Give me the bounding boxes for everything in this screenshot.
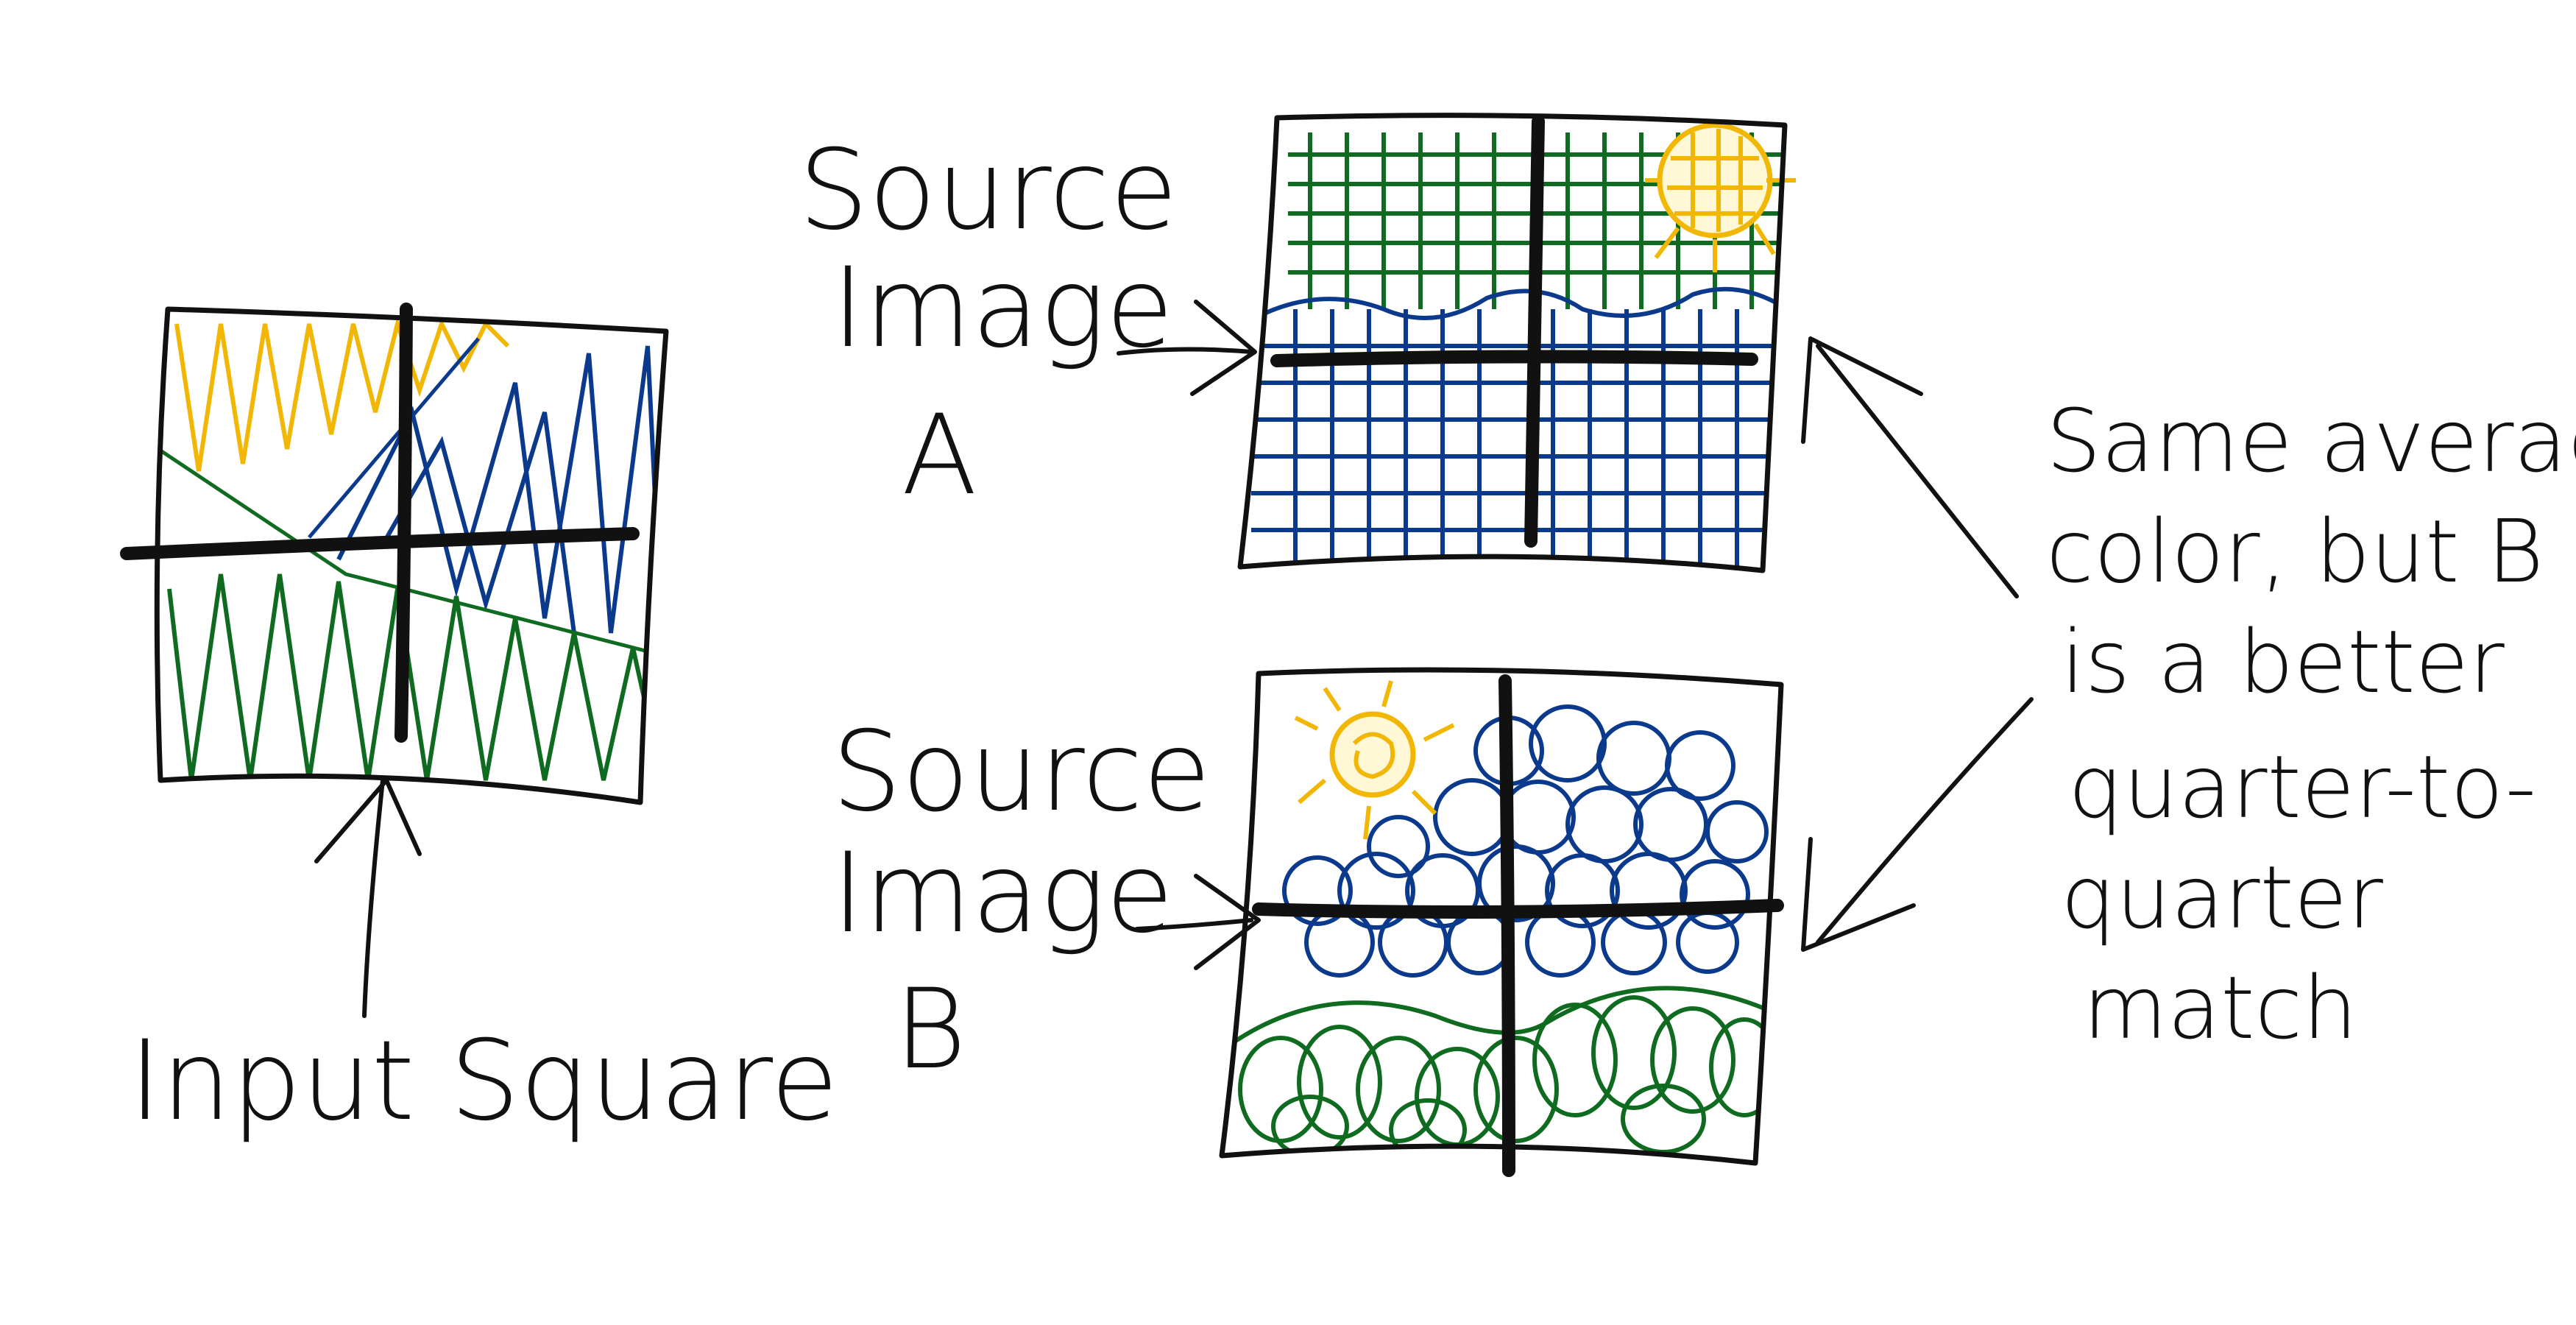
note-line5: quarter xyxy=(2061,847,2383,948)
note-arrow-to-a xyxy=(1816,344,2019,598)
input-square-frame xyxy=(154,306,669,805)
source-image-a xyxy=(1237,113,1796,573)
input-blue-region xyxy=(336,345,665,649)
input-arrow xyxy=(314,778,422,1018)
source-a-label-line2: Image xyxy=(832,244,1174,372)
note-text: Same average color, but B is a better qu… xyxy=(2046,390,2576,1059)
source-a-horizontal-divider xyxy=(1270,350,1758,367)
note-arrows xyxy=(1801,336,2034,952)
source-a-blue-grid xyxy=(1251,309,1781,570)
note-line4: quarter-to- xyxy=(2068,736,2536,838)
source-a-vertical-divider xyxy=(1524,115,1545,548)
note-arrow-to-b xyxy=(1816,697,2034,944)
input-horizontal-divider xyxy=(120,527,640,560)
input-yellow-region xyxy=(174,316,510,472)
source-b-vertical-divider xyxy=(1498,674,1515,1177)
source-a-label-line1: Source xyxy=(799,127,1178,255)
source-a-label-line3: A xyxy=(902,392,977,520)
input-green-region xyxy=(167,573,665,781)
note-line6: match xyxy=(2083,957,2357,1059)
input-square-fill xyxy=(157,316,665,781)
note-line1: Same average xyxy=(2046,390,2576,492)
source-b-horizontal-divider xyxy=(1252,899,1784,919)
source-b-label-line2: Image xyxy=(832,830,1174,958)
source-a-arrow xyxy=(1117,300,1257,396)
input-square-label: Input Square xyxy=(129,1017,838,1145)
source-b-label-line3: B xyxy=(894,966,966,1094)
source-b-label-line1: Source xyxy=(832,708,1211,836)
source-a-frame xyxy=(1237,113,1788,573)
input-square xyxy=(120,303,669,805)
input-vertical-divider xyxy=(394,303,413,743)
sun-icon xyxy=(1645,122,1796,272)
source-b-frame xyxy=(1219,667,1784,1166)
source-b-arrow xyxy=(1135,874,1261,970)
note-line3: is a better xyxy=(2061,611,2505,713)
note-line2: color, but B xyxy=(2046,501,2544,602)
source-image-b xyxy=(1219,667,1784,1177)
sun-icon xyxy=(1294,680,1455,840)
